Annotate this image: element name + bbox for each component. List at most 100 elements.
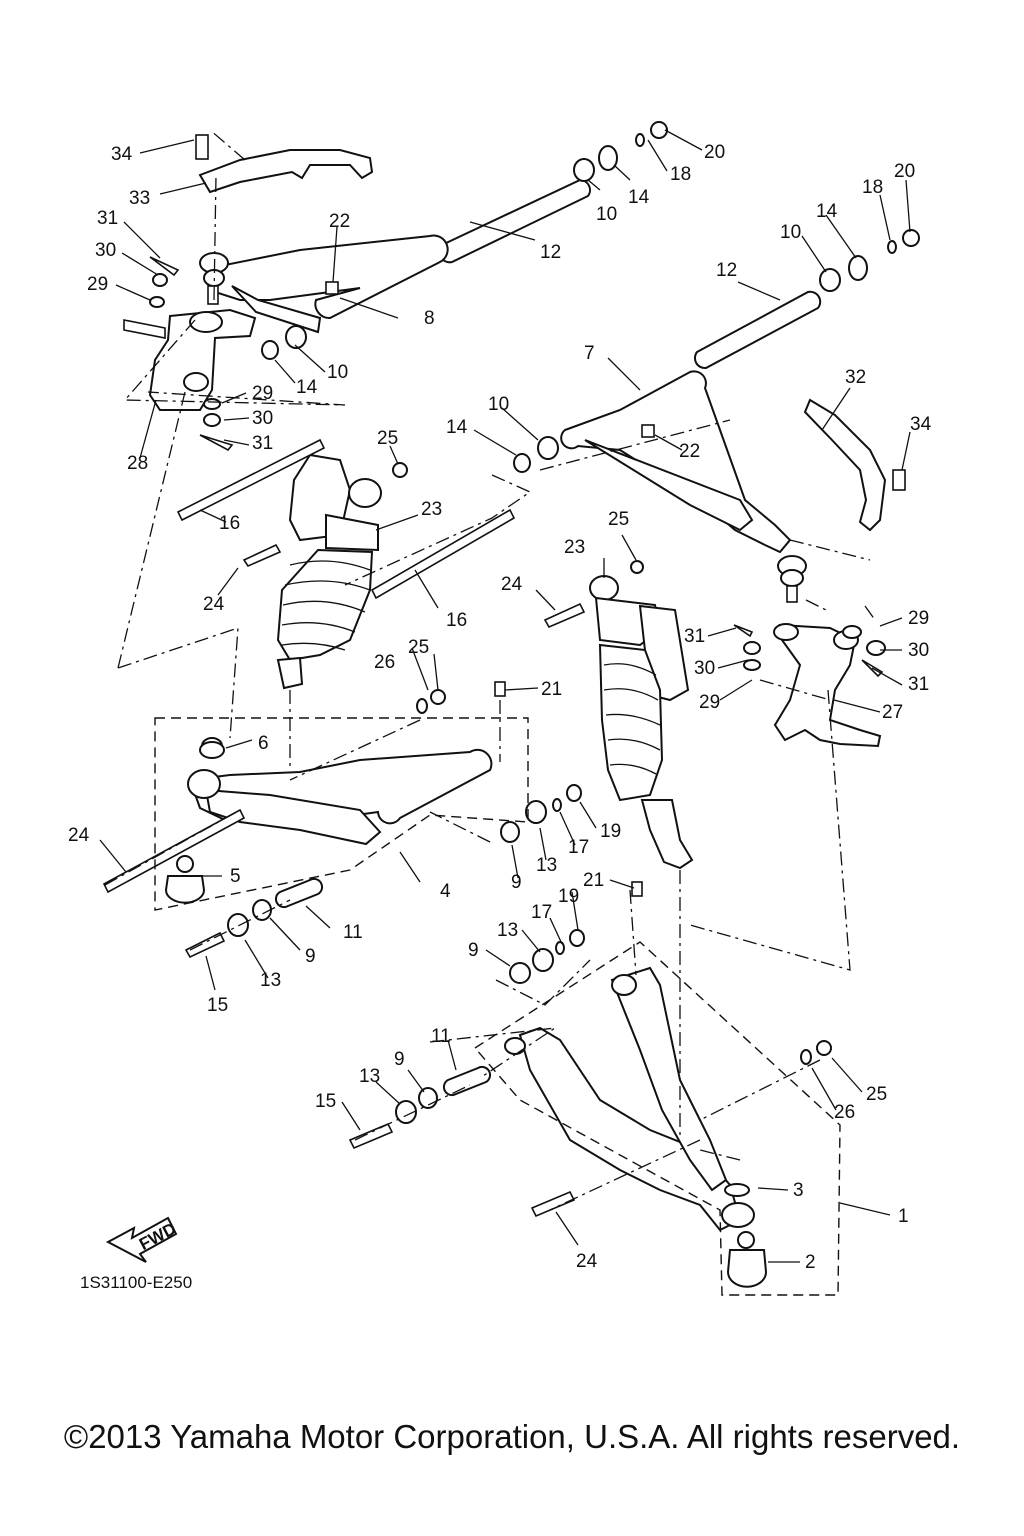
callout-28: 28	[127, 453, 148, 474]
callout-30: 30	[252, 408, 273, 429]
callout-14: 14	[296, 377, 318, 398]
bolts-and-fasteners[interactable]	[102, 438, 832, 1218]
callout-29: 29	[908, 608, 929, 629]
callout-19: 19	[558, 886, 579, 907]
callout-25: 25	[866, 1084, 887, 1105]
callout-10: 10	[488, 394, 509, 415]
bushings-lower[interactable]	[227, 624, 886, 1124]
callout-12: 12	[716, 260, 737, 281]
shock-absorber-right[interactable]	[589, 575, 694, 870]
callout-30: 30	[694, 658, 715, 679]
bracket-33[interactable]	[198, 149, 374, 194]
pipe-12-left[interactable]	[438, 178, 591, 264]
callout-29: 29	[87, 274, 108, 295]
callout-17: 17	[568, 837, 589, 858]
callout-1: 1	[898, 1206, 909, 1227]
callout-34: 34	[910, 414, 932, 435]
copyright-notice: ©2013 Yamaha Motor Corporation, U.S.A. A…	[63, 1418, 961, 1455]
callout-24: 24	[501, 574, 523, 595]
callout-31: 31	[252, 433, 273, 454]
callout-8: 8	[424, 308, 435, 329]
callout-24: 24	[203, 594, 225, 615]
hardware-upper-right[interactable]	[513, 121, 920, 491]
callout-29: 29	[252, 383, 273, 404]
shock-absorber-left[interactable]	[276, 453, 382, 690]
callout-18: 18	[670, 164, 691, 185]
callout-5: 5	[230, 866, 241, 887]
knuckle-27[interactable]	[773, 623, 882, 748]
callout-13: 13	[260, 970, 281, 991]
callout-21: 21	[541, 679, 562, 700]
callout-11: 11	[431, 1026, 451, 1047]
callout-31: 31	[908, 674, 929, 695]
callout-11: 11	[343, 922, 363, 943]
callout-33: 33	[129, 188, 150, 209]
callout-10: 10	[780, 222, 801, 243]
callout-15: 15	[207, 995, 228, 1016]
callout-25: 25	[377, 428, 398, 449]
callout-9: 9	[511, 872, 522, 893]
callout-10: 10	[327, 362, 348, 383]
callout-25: 25	[408, 637, 429, 658]
assembly-boundary-1	[473, 941, 841, 1296]
callout-labels: 34 33 31 30 29 22 8 12 10 14 18 20 18 20…	[68, 142, 932, 1273]
callout-14: 14	[628, 187, 650, 208]
callout-16: 16	[446, 610, 467, 631]
callout-18: 18	[862, 177, 883, 198]
lower-arm-1[interactable]	[504, 966, 755, 1232]
callout-31: 31	[97, 208, 118, 229]
callout-30: 30	[95, 240, 116, 261]
leader-lines	[99, 129, 911, 1263]
callout-9: 9	[305, 946, 316, 967]
callout-16: 16	[219, 513, 240, 534]
callout-14: 14	[446, 417, 468, 438]
callout-26: 26	[374, 652, 395, 673]
callout-29: 29	[699, 692, 720, 713]
callout-20: 20	[894, 161, 915, 182]
callout-3: 3	[793, 1180, 804, 1201]
callout-23: 23	[421, 499, 442, 520]
callout-10: 10	[596, 204, 617, 225]
callout-17: 17	[531, 902, 552, 923]
ball-joint-2[interactable]	[726, 1231, 768, 1288]
callout-7: 7	[584, 343, 595, 364]
callout-22: 22	[329, 211, 350, 232]
forward-direction-arrow: FWD	[105, 1216, 179, 1263]
upper-arm-7[interactable]	[560, 370, 807, 603]
callout-13: 13	[536, 855, 557, 876]
pipe-12-right[interactable]	[694, 290, 822, 370]
callout-31: 31	[684, 626, 705, 647]
callout-9: 9	[468, 940, 479, 961]
callout-6: 6	[258, 733, 269, 754]
callout-14: 14	[816, 201, 838, 222]
hardware-upper-left[interactable]	[149, 134, 339, 452]
callout-13: 13	[359, 1066, 380, 1087]
drawing-code: 1S31100-E250	[80, 1273, 192, 1292]
callout-12: 12	[540, 242, 561, 263]
bracket-32[interactable]	[803, 398, 887, 532]
assembly-boundary-4	[154, 717, 529, 911]
callout-20: 20	[704, 142, 725, 163]
knuckle-28[interactable]	[123, 308, 257, 411]
lower-arm-4[interactable]	[187, 737, 493, 846]
callout-24: 24	[576, 1251, 598, 1272]
callout-34: 34	[111, 144, 133, 165]
callout-32: 32	[845, 367, 866, 388]
callout-30: 30	[908, 640, 929, 661]
callout-22: 22	[679, 441, 700, 462]
callout-23: 23	[564, 537, 585, 558]
callout-26: 26	[834, 1102, 855, 1123]
callout-2: 2	[805, 1252, 816, 1273]
callout-21: 21	[583, 870, 604, 891]
callout-27: 27	[882, 702, 903, 723]
callout-25: 25	[608, 509, 629, 530]
callout-19: 19	[600, 821, 621, 842]
callout-4: 4	[440, 881, 451, 902]
ball-joint-5[interactable]	[164, 855, 206, 904]
callout-15: 15	[315, 1091, 336, 1112]
callout-9: 9	[394, 1049, 405, 1070]
assembly-lines	[104, 129, 876, 1211]
upper-arm-8[interactable]	[199, 234, 449, 334]
callout-24: 24	[68, 825, 90, 846]
